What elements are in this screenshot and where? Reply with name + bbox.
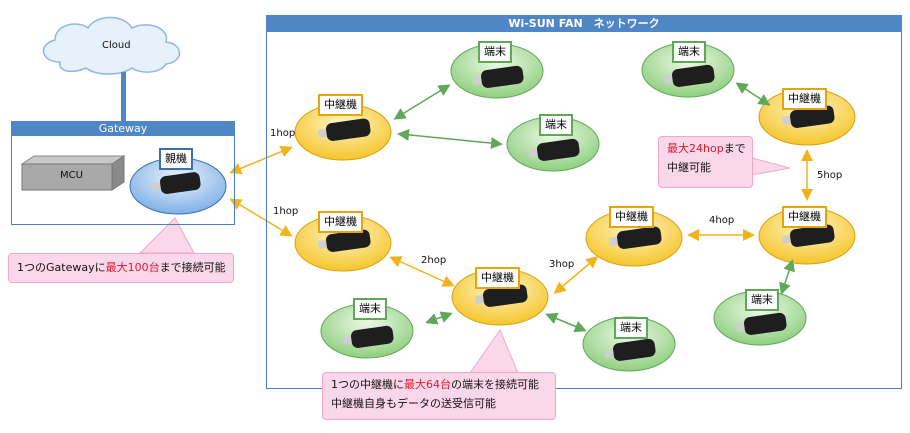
hop-label-4: 4hop [709,215,735,226]
relay-label-2: 中継機 [318,211,363,233]
usb-dongles [152,64,835,361]
terminal-label-1: 端末 [478,41,512,63]
relay-terminal-note-highlight: 最大64台 [404,378,451,391]
network-title: Wi-SUN FAN ネットワーク [266,15,902,32]
relay-label-3: 中継機 [475,267,520,289]
hop-label-1b: 1hop [273,206,299,217]
mcu-box [20,155,126,191]
hop-label-2: 2hop [421,255,447,266]
hop-label-3: 3hop [549,259,575,270]
cloud-shape [42,16,181,75]
cloud-label: Cloud [102,40,131,51]
hop-label-1a: 1hop [270,128,296,139]
mcu-label: MCU [60,170,83,181]
relay-terminal-note-pre: 1つの中継機に [331,378,404,391]
relay-hop-note-line2: 中継可能 [667,161,711,174]
terminal-label-4: 端末 [353,298,387,320]
terminal-label-3: 端末 [672,41,706,63]
terminal-label-6: 端末 [745,289,779,311]
network-frame [266,15,902,389]
gateway-note-highlight: 最大100台 [105,261,160,274]
terminal-label-5: 端末 [614,317,648,339]
relay-label-5: 中継機 [782,88,827,110]
terminal-label-2: 端末 [539,114,573,136]
relay-label-1: 中継機 [318,94,363,116]
relay-hop-note-highlight: 最大24hop [667,142,724,155]
relay-hop-note-post: まで [723,142,746,155]
gateway-note-pre: 1つのGatewayに [17,261,106,274]
gateway-note-post: まで接続可能 [159,261,226,274]
gateway-note: 1つのGatewayに最大100台まで接続可能 [8,253,234,283]
hop-label-5: 5hop [817,170,843,181]
gateway-frame [11,121,235,225]
gateway-title: Gateway [11,121,235,136]
relay-terminal-note-post: の端末を接続可能 [451,378,539,391]
relay-label-4: 中継機 [609,206,654,228]
relay-links [229,145,813,294]
relay-terminal-note-line2: 中継機自身もデータの送受信可能 [331,397,496,410]
relay-hop-note: 最大24hopまで 中継可能 [658,136,753,188]
terminal-links [393,82,795,333]
relay-label-6: 中継機 [782,206,827,228]
relay-terminal-note: 1つの中継機に最大64台の端末を接続可能 中継機自身もデータの送受信可能 [322,372,556,420]
cloud-connector [121,72,126,122]
parent-label: 親機 [159,148,193,170]
